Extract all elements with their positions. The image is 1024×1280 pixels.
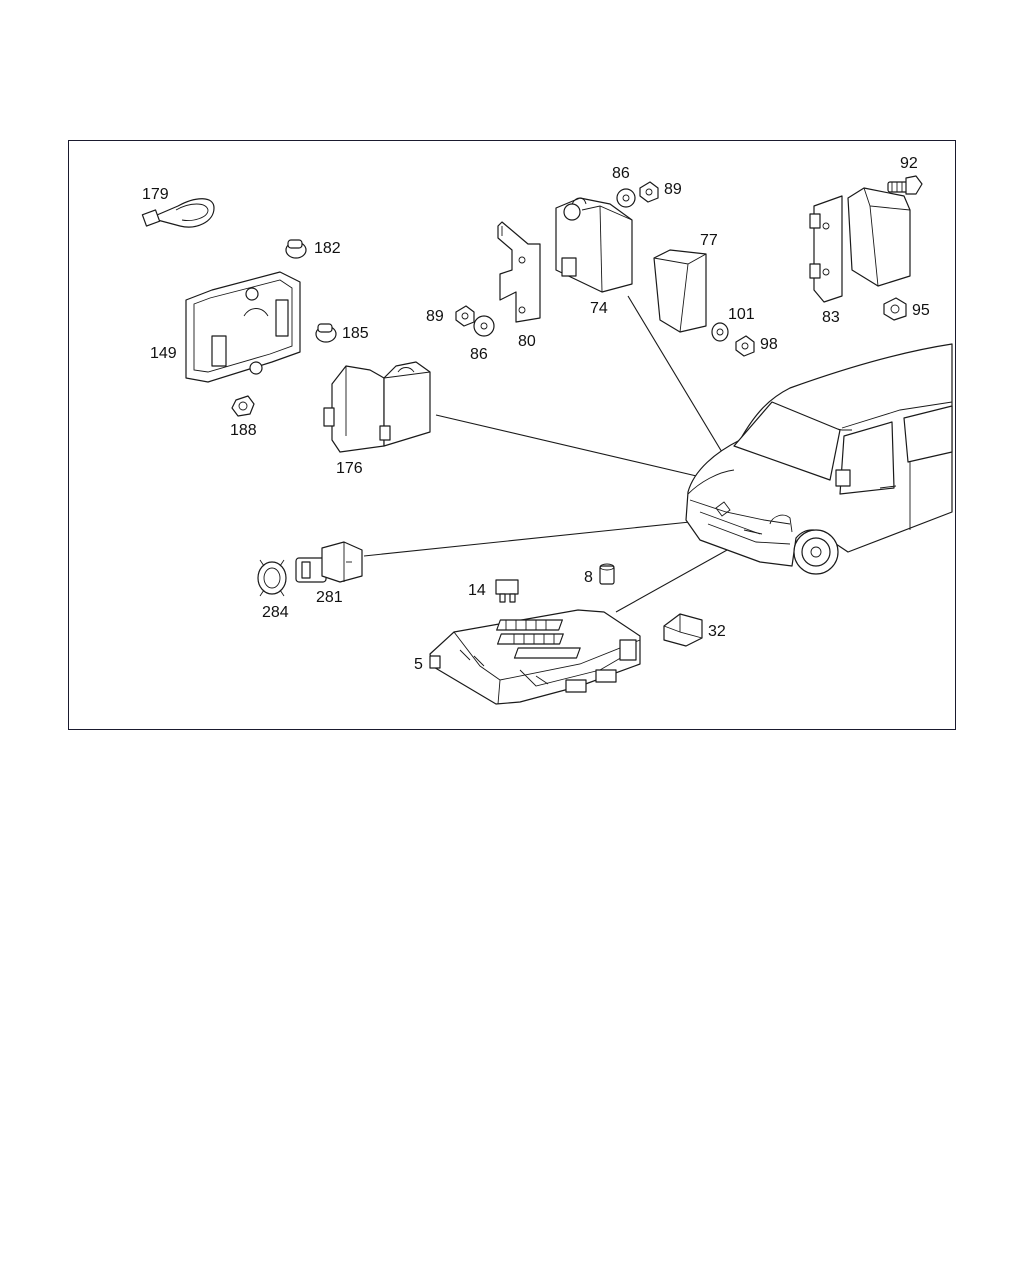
callout-86-top: 86	[612, 165, 630, 182]
callout-281: 281	[316, 589, 343, 606]
callout-74: 74	[590, 300, 608, 317]
callout-149: 149	[150, 345, 177, 362]
van-illustration	[685, 343, 953, 575]
fuse-holder-8	[599, 563, 615, 585]
callout-86-lower: 86	[470, 346, 488, 363]
relay-32	[663, 613, 703, 647]
callout-89-top: 89	[664, 181, 682, 198]
nut-95	[883, 297, 907, 321]
clip-182	[285, 239, 307, 259]
callout-98: 98	[760, 336, 778, 353]
fuse-14	[495, 579, 519, 603]
diagram-frame	[68, 140, 956, 730]
callout-101: 101	[728, 306, 755, 323]
leader-176	[435, 414, 706, 479]
callout-95: 95	[912, 302, 930, 319]
cable-tie-179	[141, 198, 215, 228]
bolt-92	[887, 175, 923, 195]
fuse-box-5	[429, 609, 641, 705]
callout-182: 182	[314, 240, 341, 257]
leader-lines	[363, 295, 764, 613]
callout-89-left: 89	[426, 308, 444, 325]
callout-77: 77	[700, 232, 718, 249]
callout-188: 188	[230, 422, 257, 439]
callout-80: 80	[518, 333, 536, 350]
nut-89-top	[639, 181, 659, 203]
callout-labels: 179 182 185 149 188 176 86 89 74 80 89 8…	[142, 155, 930, 673]
callout-32: 32	[708, 623, 726, 640]
washer-86-lower	[473, 315, 495, 337]
switch-281	[295, 541, 363, 583]
callout-8: 8	[584, 569, 593, 586]
leader-281	[363, 521, 691, 557]
control-unit-149	[185, 271, 301, 383]
callout-5: 5	[414, 656, 423, 673]
callout-284: 284	[262, 604, 289, 621]
callout-14: 14	[468, 582, 486, 599]
relay-box-74	[555, 197, 633, 293]
callout-83: 83	[822, 309, 840, 326]
callout-185: 185	[342, 325, 369, 342]
callout-176: 176	[336, 460, 363, 477]
bracket-relay-83	[809, 187, 911, 303]
fuse-rows	[496, 619, 581, 659]
nut-98	[735, 335, 755, 357]
clip-185	[315, 323, 337, 343]
cover-77	[653, 249, 707, 333]
nut-188	[231, 395, 255, 417]
washer-101	[711, 322, 729, 342]
callout-179: 179	[142, 186, 169, 203]
bracket-80	[497, 221, 541, 323]
socket-284	[257, 559, 287, 597]
callout-92: 92	[900, 155, 918, 172]
nut-89-left	[455, 305, 475, 327]
module-176	[323, 361, 431, 453]
washer-86-top	[616, 188, 636, 208]
